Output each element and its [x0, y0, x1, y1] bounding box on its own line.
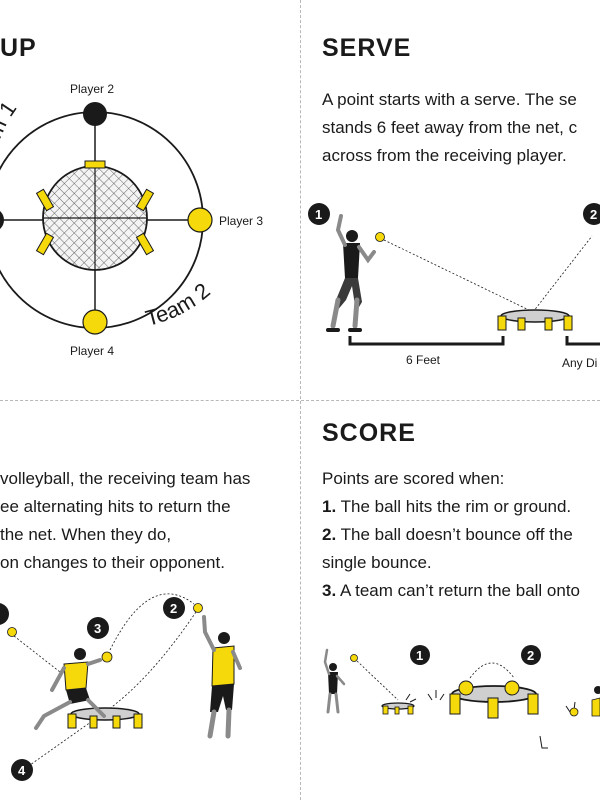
- step-badge: [308, 203, 330, 225]
- step-badge: [410, 645, 430, 665]
- rally-text: volleyball, the receiving team has ee al…: [0, 465, 250, 577]
- score-item: single bounce.: [322, 553, 432, 572]
- step-badge: [11, 759, 33, 781]
- horizontal-divider: [0, 400, 600, 401]
- serve-heading: SERVE: [322, 34, 412, 62]
- score-item: 1. The ball hits the rim or ground.: [322, 497, 572, 516]
- ball-icon: [569, 707, 579, 717]
- rally-line: ee alternating hits to return the: [0, 497, 231, 516]
- serve-text: A point starts with a serve. The se stan…: [322, 86, 577, 170]
- step-badge: [583, 203, 600, 225]
- ball-icon: [375, 232, 385, 242]
- impact-burst-icon: [405, 693, 417, 703]
- step-badge: [87, 617, 109, 639]
- any-distance-label: Any Di: [562, 356, 597, 370]
- rim-leg-icon: [84, 160, 106, 169]
- step-number: 1: [416, 648, 423, 663]
- step-number: 4: [18, 763, 26, 778]
- step-number: 2: [527, 648, 534, 663]
- rim-leg-icon: [35, 232, 55, 256]
- player-2-label: Player 2: [70, 82, 114, 96]
- score-text: Points are scored when: 1. The ball hits…: [322, 465, 580, 605]
- score-item: 3. A team can’t return the ball onto: [322, 581, 581, 600]
- net-icon: [67, 707, 143, 729]
- score-heading: SCORE: [322, 419, 416, 447]
- step-number: 2: [170, 601, 177, 616]
- setup-heading: UP: [0, 34, 37, 62]
- ground-mark: [539, 735, 548, 749]
- score-intro: Points are scored when:: [322, 469, 505, 488]
- player-1-icon: [0, 211, 4, 229]
- score-item: 2. The ball doesn’t bounce off the: [322, 525, 573, 544]
- rim-leg-icon: [35, 188, 55, 212]
- player-3-label: Player 3: [219, 214, 263, 228]
- net-icon: [381, 702, 415, 715]
- distance-bracket: [348, 336, 505, 346]
- rally-line: the net. When they do,: [0, 525, 172, 544]
- rim-leg-icon: [135, 232, 155, 256]
- ball-icon: [504, 680, 520, 696]
- ball-icon: [350, 654, 358, 662]
- net-icon: [449, 662, 539, 719]
- ball-icon: [7, 627, 17, 637]
- step-number: 3: [94, 621, 101, 636]
- player-4-icon: [82, 309, 108, 335]
- serve-line: A point starts with a serve. The se: [322, 90, 577, 109]
- diving-player-icon: [34, 648, 106, 730]
- player-3-icon: [187, 207, 213, 233]
- rally-line: volleyball, the receiving team has: [0, 469, 251, 488]
- ball-icon: [458, 680, 474, 696]
- rally-line: on changes to their opponent.: [0, 553, 225, 572]
- six-feet-label: 6 Feet: [406, 353, 441, 367]
- server-figure-icon: [326, 214, 376, 332]
- step-number: 2: [590, 207, 597, 222]
- receiving-player-icon: [202, 615, 242, 739]
- player-4-label: Player 4: [70, 344, 114, 358]
- rim-leg-icon: [135, 188, 155, 212]
- serve-line: across from the receiving player.: [322, 146, 567, 165]
- player-2-icon: [83, 102, 107, 126]
- step-badge: [521, 645, 541, 665]
- net-icon: [497, 309, 573, 331]
- step-badge: [0, 603, 9, 625]
- receiving-player-icon: [569, 686, 600, 717]
- serve-line: stands 6 feet away from the net, c: [322, 118, 578, 137]
- distance-bracket: [565, 336, 600, 346]
- ball-icon: [101, 651, 113, 663]
- step-number: 1: [315, 207, 322, 222]
- step-badge: [163, 597, 185, 619]
- ball-icon: [193, 603, 203, 613]
- server-figure-icon: [323, 648, 346, 714]
